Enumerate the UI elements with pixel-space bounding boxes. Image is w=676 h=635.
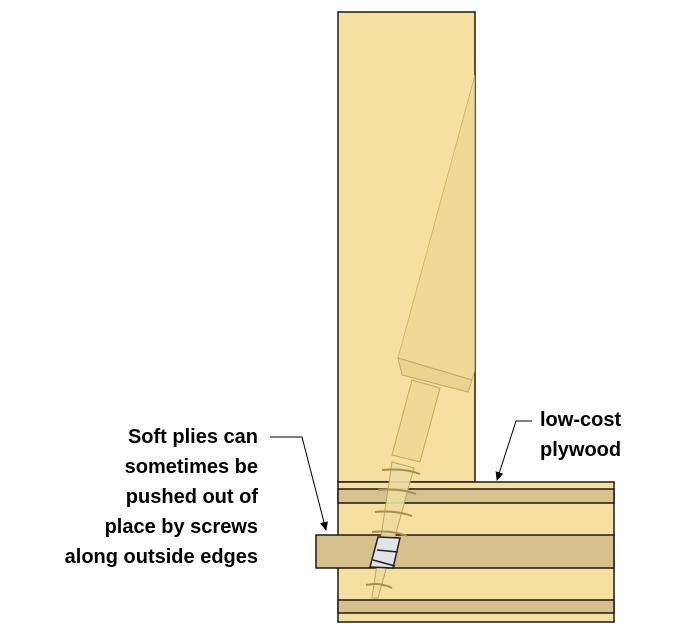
annotation-line: Soft plies can [127, 426, 258, 448]
annotation-line: place by screws [104, 516, 258, 538]
plywood-panel [315, 481, 615, 623]
left-leader-line [270, 436, 328, 531]
annotation-line: low-cost [540, 409, 622, 431]
annotation-line: along outside edges [64, 546, 258, 568]
screw [365, 461, 421, 599]
screwdriver [391, 74, 475, 463]
ply-layer-top [337, 488, 615, 504]
annotation-line: pushed out of [125, 486, 258, 508]
right-leader-line [495, 420, 532, 481]
ply-layer-bottom [337, 599, 615, 614]
ply-layer-displaced [315, 534, 615, 569]
soft-plies-annotation: Soft plies can sometimes be pushed out o… [65, 422, 258, 572]
annotation-line: sometimes be [124, 456, 258, 478]
annotation-line: plywood [540, 439, 622, 461]
screw-exposed-section [369, 536, 401, 569]
plywood-annotation: low-cost plywood [540, 405, 621, 465]
